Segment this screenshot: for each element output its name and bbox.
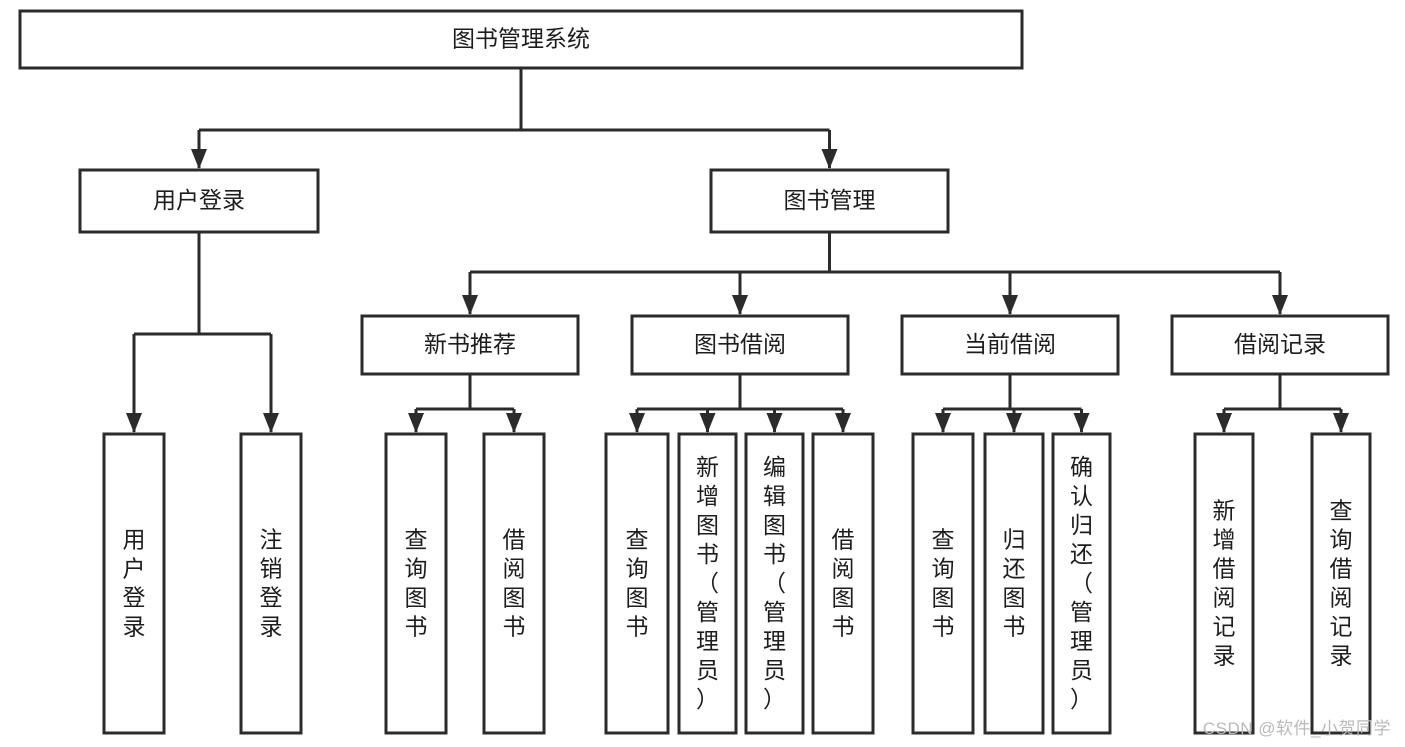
node-new-book-recommend[interactable]: 新书推荐 [360,314,580,376]
arrow-head [462,295,478,315]
node-box-leaf-confirm-return[interactable] [1051,432,1112,735]
node-label-borrow-record: 借阅记录 [1234,331,1326,357]
node-box-book-management[interactable] [709,168,950,234]
arrow-head [126,413,142,433]
node-leaf-query-book-recommend[interactable]: 查询图书 [384,432,448,735]
arrow-head [1216,413,1232,433]
arrow-head [935,413,951,433]
node-leaf-add-book[interactable]: 新增图书（管理员） [677,432,738,735]
node-leaf-borrow-book[interactable]: 借阅图书 [811,432,875,735]
node-box-leaf-query-book-borrow[interactable] [604,432,670,735]
node-box-leaf-query-book-current[interactable] [911,432,975,735]
node-label-current-borrow: 当前借阅 [964,331,1056,357]
node-label-book-management: 图书管理 [784,187,876,213]
node-label-leaf-confirm-return: 确认归还（管理员） [1070,454,1093,712]
node-box-user-login[interactable] [78,168,320,234]
node-book-borrow[interactable]: 图书借阅 [630,314,850,376]
node-user-login[interactable]: 用户登录 [78,168,320,234]
node-box-leaf-return-book[interactable] [983,432,1045,735]
node-box-leaf-logout[interactable] [239,432,303,735]
node-leaf-confirm-return[interactable]: 确认归还（管理员） [1051,432,1112,735]
node-leaf-borrow-book-recommend[interactable]: 借阅图书 [482,432,546,735]
watermark-text: CSDN @软件_小贺同学 [1202,719,1391,738]
arrow-head [835,413,851,433]
node-label-root: 图书管理系统 [452,26,590,52]
arrow-head [821,149,838,169]
node-label-book-borrow: 图书借阅 [694,331,786,357]
arrow-head [1073,413,1090,433]
node-label-leaf-add-borrow-record: 新增借阅记录 [1213,498,1236,669]
arrow-head [699,413,716,433]
node-box-leaf-borrow-book[interactable] [811,432,875,735]
connector-layer [126,68,1349,433]
node-label-leaf-query-book-current: 查询图书 [932,527,955,640]
node-label-leaf-query-book-borrow: 查询图书 [626,527,649,640]
arrow-head [506,413,522,433]
node-box-leaf-user-login[interactable] [102,432,166,735]
node-box-leaf-query-book-recommend[interactable] [384,432,448,735]
arrow-head [191,149,207,169]
node-leaf-user-login[interactable]: 用户登录 [102,432,166,735]
arrow-head [263,413,279,433]
node-label-leaf-logout: 注销登录 [260,527,283,640]
node-box-leaf-edit-book[interactable] [744,432,805,735]
arrow-head [766,413,783,433]
node-leaf-return-book[interactable]: 归还图书 [983,432,1045,735]
arrow-head [1002,295,1018,315]
node-current-borrow[interactable]: 当前借阅 [900,314,1120,376]
arrow-head [1333,413,1349,433]
arrow-head [629,413,645,433]
node-label-leaf-borrow-book-recommend: 借阅图书 [503,527,526,640]
node-box-book-borrow[interactable] [630,314,850,376]
node-leaf-query-borrow-record[interactable]: 查询借阅记录 [1310,432,1372,735]
node-book-management[interactable]: 图书管理 [709,168,950,234]
node-box-leaf-borrow-book-recommend[interactable] [482,432,546,735]
node-leaf-edit-book[interactable]: 编辑图书（管理员） [744,432,805,735]
node-box-leaf-add-borrow-record[interactable] [1193,432,1255,735]
node-label-leaf-query-borrow-record: 查询借阅记录 [1330,498,1353,669]
node-label-leaf-query-book-recommend: 查询图书 [405,527,428,640]
node-root[interactable]: 图书管理系统 [18,9,1024,70]
node-label-leaf-borrow-book: 借阅图书 [832,527,855,640]
arrow-head [408,413,424,433]
node-label-leaf-user-login: 用户登录 [123,527,146,640]
node-box-new-book-recommend[interactable] [360,314,580,376]
arrow-head [1006,413,1022,433]
node-leaf-query-book-current[interactable]: 查询图书 [911,432,975,735]
node-label-leaf-edit-book: 编辑图书（管理员） [763,454,786,712]
node-leaf-add-borrow-record[interactable]: 新增借阅记录 [1193,432,1255,735]
node-label-user-login: 用户登录 [153,187,245,213]
node-leaf-query-book-borrow[interactable]: 查询图书 [604,432,670,735]
node-box-current-borrow[interactable] [900,314,1120,376]
node-label-new-book-recommend: 新书推荐 [424,331,516,357]
arrow-head [732,295,748,315]
arrow-head [1272,295,1288,315]
node-box-borrow-record[interactable] [1170,314,1390,376]
node-box-leaf-add-book[interactable] [677,432,738,735]
node-label-leaf-return-book: 归还图书 [1003,527,1026,640]
node-layer: 图书管理系统用户登录图书管理新书推荐图书借阅当前借阅借阅记录用户登录注销登录查询… [18,9,1390,735]
node-box-leaf-query-borrow-record[interactable] [1310,432,1372,735]
node-label-leaf-add-book: 新增图书（管理员） [696,454,719,712]
node-box-root[interactable] [18,9,1024,70]
node-leaf-logout[interactable]: 注销登录 [239,432,303,735]
node-borrow-record[interactable]: 借阅记录 [1170,314,1390,376]
